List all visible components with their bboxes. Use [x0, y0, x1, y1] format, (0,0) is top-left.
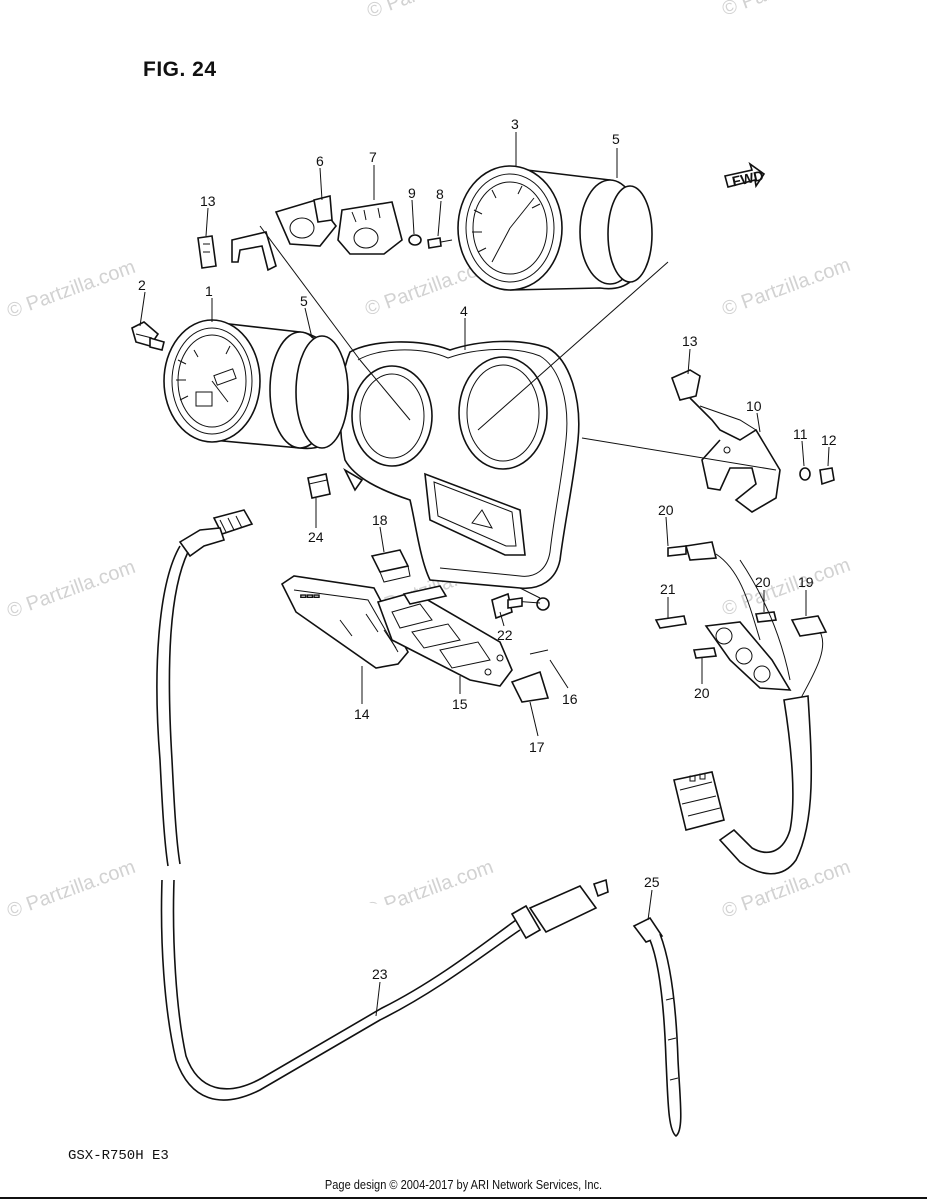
callout-20-bottom: 20	[694, 685, 710, 701]
callout-1: 1	[205, 283, 213, 299]
callout-22: 22	[497, 627, 513, 643]
callout-18: 18	[372, 512, 388, 528]
screw-washer	[408, 234, 453, 249]
callout-3: 3	[511, 116, 519, 132]
callout-19: 19	[798, 574, 814, 590]
fwd-label: FWD	[731, 167, 766, 189]
watermark: © Partzilla.com	[719, 554, 853, 621]
callout-leaders	[139, 132, 830, 1017]
callout-21: 21	[660, 581, 676, 597]
watermark: © Partzilla.com	[4, 556, 138, 623]
callout-17: 17	[529, 739, 545, 755]
clamp	[370, 549, 411, 583]
indicator-panel: ▭▭▭	[280, 575, 409, 669]
callout-14: 14	[354, 706, 370, 722]
callout-16: 16	[562, 691, 578, 707]
footer-copyright: Page design © 2004-2017 by ARI Network S…	[324, 1177, 603, 1192]
callout-13-socket-right: 13	[682, 333, 698, 349]
cushion	[307, 473, 331, 499]
callout-6: 6	[316, 153, 324, 169]
footer-divider	[0, 1197, 927, 1199]
callout-24: 24	[308, 529, 324, 545]
callout-25: 25	[644, 874, 660, 890]
cable-tie	[632, 916, 682, 1138]
callout-9: 9	[408, 185, 416, 201]
callout-5-tachometer: 5	[612, 131, 620, 147]
fasteners-lower	[491, 592, 550, 703]
callout-5-speedometer: 5	[300, 293, 308, 309]
callout-labels: 1 2 3 4 5 5 6 7 8 9 10 11 12 13 13 14 15…	[138, 116, 837, 982]
callout-15: 15	[452, 696, 468, 712]
speedometer-cable	[156, 509, 609, 1101]
tachometer	[457, 165, 653, 291]
callout-10: 10	[746, 398, 762, 414]
figure-title: FIG. 24	[143, 58, 217, 81]
callout-23: 23	[372, 966, 388, 982]
circuit-board	[376, 585, 513, 687]
callout-13-socket-left: 13	[200, 193, 216, 209]
callout-2: 2	[138, 277, 146, 293]
callout-4: 4	[460, 303, 468, 319]
cable-adapter	[131, 321, 165, 351]
wiring-harness	[654, 541, 828, 875]
meter-case	[339, 340, 580, 611]
watermark: © Partzilla.com	[719, 254, 853, 321]
callout-11: 11	[793, 426, 808, 442]
watermark: © Partzilla.com	[719, 0, 853, 21]
watermark: © Partzilla.com	[364, 0, 498, 23]
fwd-arrow-icon: FWD	[724, 161, 766, 189]
watermark: © Partzilla.com	[4, 856, 138, 923]
callout-7: 7	[369, 149, 377, 165]
callout-20-middle: 20	[755, 574, 771, 590]
svg-text:▭▭▭: ▭▭▭	[300, 593, 320, 600]
callout-8: 8	[436, 186, 444, 202]
callout-12: 12	[821, 432, 837, 448]
callout-20-top: 20	[658, 502, 674, 518]
meter-bracket	[670, 369, 835, 513]
indicator-socket-group	[197, 194, 403, 272]
watermark: © Partzilla.com	[4, 256, 138, 323]
speedometer	[163, 319, 349, 450]
model-code: GSX-R750H E3	[68, 1148, 169, 1164]
